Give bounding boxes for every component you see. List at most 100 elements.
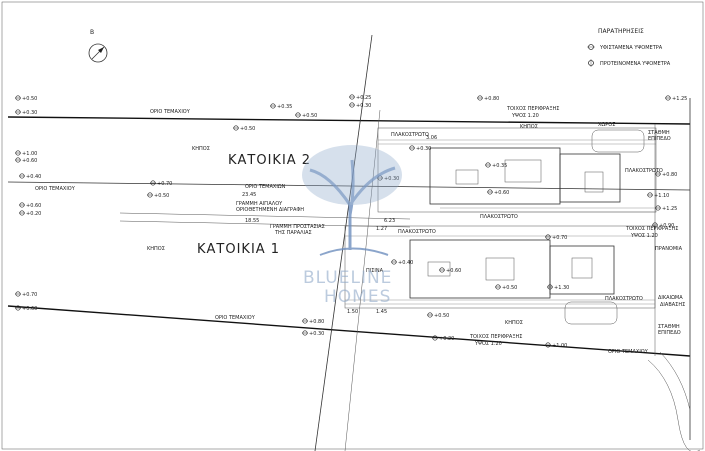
garden-label: ΚΗΠΟΣ — [520, 124, 538, 130]
dimension-label: 1.45 — [376, 309, 387, 315]
plot-boundary-label: ΟΡΙΟ ΤΕΜΑΧΙΟΥ — [608, 349, 649, 355]
legend-item-proposed: ΠΡΟΤΕΙΝΟΜΕΝΑ ΥΨΟΜΕΤΡΑ — [600, 61, 671, 67]
elevation-value: +0.60 — [26, 203, 41, 209]
wall-label: ΤΟΙΧΟΣ ΠΕΡΙΦΡΑΞΗΣ — [506, 106, 559, 112]
dimensions: 23.45 18.55 3.06 1.45 1.50 1.27 6.23 — [242, 135, 437, 315]
garden-label: ΚΗΠΟΣ — [505, 320, 523, 326]
elevation-markers: +0.50 +0.30 +0.35 +0.50 +0.25 +0.30 +0.80 +0.50… — [15, 94, 687, 349]
elevation-marker: +0.60 — [15, 157, 37, 164]
dimension-label: 6.23 — [384, 218, 395, 224]
elevation-marker: +1.25 — [655, 205, 677, 212]
elevation-marker: +0.30 — [302, 330, 324, 337]
legend-title: ΠΑΡΑΤΗΡΗΣΕΙΣ — [598, 28, 644, 35]
elevation-value: +0.50 — [302, 113, 317, 119]
elevation-value: +0.50 — [502, 285, 517, 291]
coast-line-label: ΟΡΙΟΘΕΤΗΜΕΝΗ ΔΙΑΓΡΑΦΗ — [236, 207, 304, 213]
dimension-label: 1.50 — [347, 309, 358, 315]
level-label: ΣΤΑΘΜΗ — [648, 130, 670, 136]
wall-height-label: ΥΨΟΣ 1.20 — [630, 233, 658, 239]
elevation-marker: +0.35 — [485, 162, 507, 169]
elevation-value: +0.70 — [552, 235, 567, 241]
access-label: ΔΙΑΒΑΣΗΣ — [660, 302, 685, 308]
elevation-value: +0.70 — [157, 181, 172, 187]
elevation-marker: +1.00 — [15, 150, 37, 157]
elevation-marker: +0.40 — [19, 173, 41, 180]
elevation-marker: +0.20 — [19, 210, 41, 217]
paving-label: ΠΛΑΚΟΣΤΡΩΤΟ — [625, 168, 663, 174]
elevation-value: +0.50 — [22, 96, 37, 102]
elevation-marker: +1.30 — [547, 284, 569, 291]
house-2-label: ΚΑΤΟΙΚΙΑ 2 — [228, 153, 311, 168]
house-2-building — [377, 127, 657, 213]
elevation-value: +0.30 — [356, 103, 371, 109]
elevation-marker: +0.35 — [270, 103, 292, 110]
watermark-logo: BLUELINE HOMES — [302, 145, 402, 307]
garden-label: ΚΗΠΟΣ — [147, 246, 165, 252]
elevation-value: +0.80 — [484, 96, 499, 102]
elevation-marker: +0.25 — [349, 94, 371, 101]
paving-label: ΠΛΑΚΟΣΤΡΩΤΟ — [480, 214, 518, 220]
elevation-marker: +0.60 — [439, 267, 461, 274]
house-1-label: ΚΑΤΟΙΚΙΑ 1 — [197, 242, 280, 257]
elevation-marker: +0.80 — [302, 318, 324, 325]
elevation-value: +0.20 — [439, 336, 454, 342]
elevation-value: +0.60 — [446, 268, 461, 274]
north-label: Β — [90, 29, 94, 36]
elevation-value: +1.30 — [554, 285, 569, 291]
elevation-marker: +0.50 — [233, 125, 255, 132]
plot-boundary-label: ΟΡΙΟ ΤΕΜΑΧΙΟΥ — [215, 315, 256, 321]
plan-annotations: ΟΡΙΟ ΤΕΜΑΧΙΟΥ ΟΡΙΟ ΤΕΜΑΧΙΟΥ ΟΡΙΟ ΤΕΜΑΧΙΩ… — [35, 106, 685, 355]
elevation-value: +0.40 — [26, 174, 41, 180]
elevation-marker: +0.70 — [150, 180, 172, 187]
wall-label: ΤΟΙΧΟΣ ΠΕΡΙΦΡΑΞΗΣ — [625, 226, 678, 232]
slope-label: ΠΡΑΝΟΜΙΑ — [655, 246, 683, 252]
dimension-label: 1.27 — [376, 226, 387, 232]
paving-label: ΠΛΑΚΟΣΤΡΩΤΟ — [391, 132, 429, 138]
paving-label: ΠΛΑΚΟΣΤΡΩΤΟ — [398, 229, 436, 235]
elevation-marker: +0.40 — [391, 259, 413, 266]
watermark-text: BLUELINE — [303, 268, 392, 288]
elevation-value: +1.00 — [22, 151, 37, 157]
elevation-value: +0.50 — [434, 313, 449, 319]
elevation-marker: +0.60 — [15, 305, 37, 312]
elevation-value: +0.50 — [240, 126, 255, 132]
plot-boundary-label: ΟΡΙΟ ΤΕΜΑΧΙΟΥ — [35, 186, 76, 192]
elevation-marker: +0.80 — [477, 95, 499, 102]
elevation-value: +0.30 — [309, 331, 324, 337]
elevation-marker: +0.80 — [655, 171, 677, 178]
wall-height-label: ΥΨΟΣ 1.20 — [474, 341, 502, 347]
dimension-label: 18.55 — [245, 218, 259, 224]
elevation-marker: +0.50 — [427, 312, 449, 319]
legend: ΠΑΡΑΤΗΡΗΣΕΙΣ ΥΦΙΣΤΑΜΕΝΑ ΥΨΟΜΕΤΡΑ ΠΡΟΤΕΙΝ… — [587, 28, 671, 67]
elevation-value: +0.30 — [416, 146, 431, 152]
watermark-text: HOMES — [324, 287, 391, 307]
elevation-value: +1.00 — [552, 343, 567, 349]
elevation-value: +0.60 — [22, 158, 37, 164]
elevation-value: +0.50 — [154, 193, 169, 199]
elevation-value: +0.25 — [356, 95, 371, 101]
elevation-marker: +0.50 — [295, 112, 317, 119]
level-label: ΣΤΑΘΜΗ — [658, 324, 680, 330]
plot-boundaries-label: ΟΡΙΟ ΤΕΜΑΧΙΩΝ — [245, 184, 286, 190]
elevation-value: +0.80 — [662, 172, 677, 178]
elevation-value: +1.10 — [654, 193, 669, 199]
elevation-value: +0.30 — [384, 176, 399, 182]
protection-line-label: ΤΗΣ ΠΑΡΑΛΙΑΣ — [274, 230, 312, 236]
elevation-value: +0.60 — [22, 306, 37, 312]
elevation-value: +0.70 — [22, 292, 37, 298]
elevation-marker: +0.70 — [545, 234, 567, 241]
elevation-marker: +0.60 — [487, 189, 509, 196]
elevation-marker: +0.20 — [432, 335, 454, 342]
wall-label: ΤΟΙΧΟΣ ΠΕΡΙΦΡΑΞΗΣ — [469, 334, 522, 340]
elevation-value: +0.40 — [398, 260, 413, 266]
elevation-marker: +0.50 — [15, 95, 37, 102]
elevation-marker: +0.50 — [495, 284, 517, 291]
elevation-value: +0.30 — [22, 110, 37, 116]
elevation-marker: +0.70 — [15, 291, 37, 298]
elevation-marker: +0.30 — [409, 145, 431, 152]
north-arrow-icon: Β — [88, 29, 108, 63]
wall-height-label: ΥΨΟΣ 1.20 — [511, 113, 539, 119]
elevation-marker: +0.30 — [15, 109, 37, 116]
